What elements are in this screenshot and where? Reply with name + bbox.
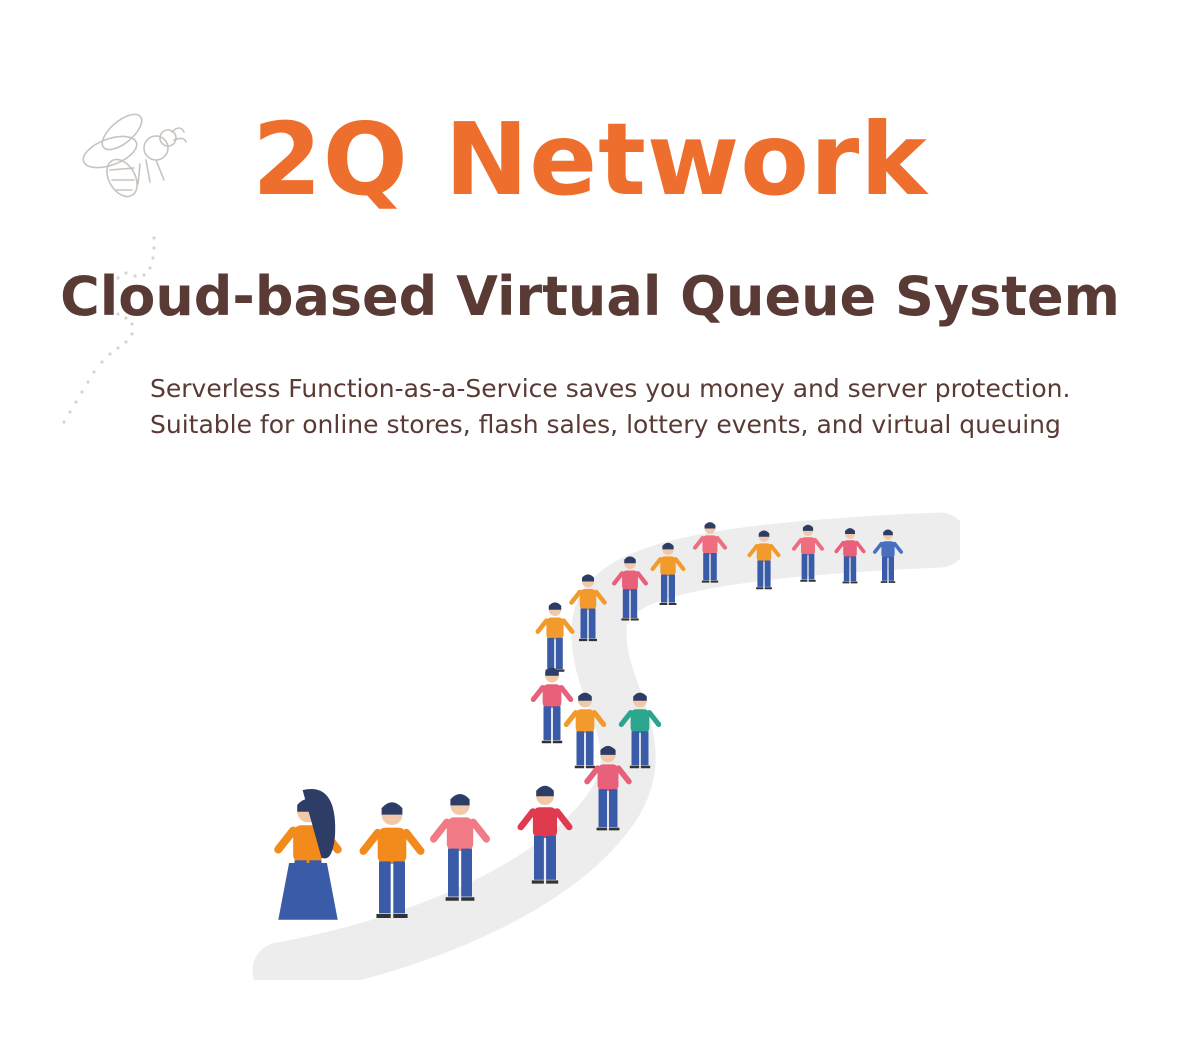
people-queue-illustration (252, 512, 960, 980)
bee-icon (62, 113, 187, 424)
page-subtitle: Cloud-based Virtual Queue System (60, 265, 1120, 328)
description: Serverless Function-as-a-Service saves y… (150, 371, 1070, 443)
page-title: 2Q Network (252, 101, 928, 218)
description-line: Suitable for online stores, flash sales,… (150, 410, 1061, 439)
description-line: Serverless Function-as-a-Service saves y… (150, 374, 1071, 403)
